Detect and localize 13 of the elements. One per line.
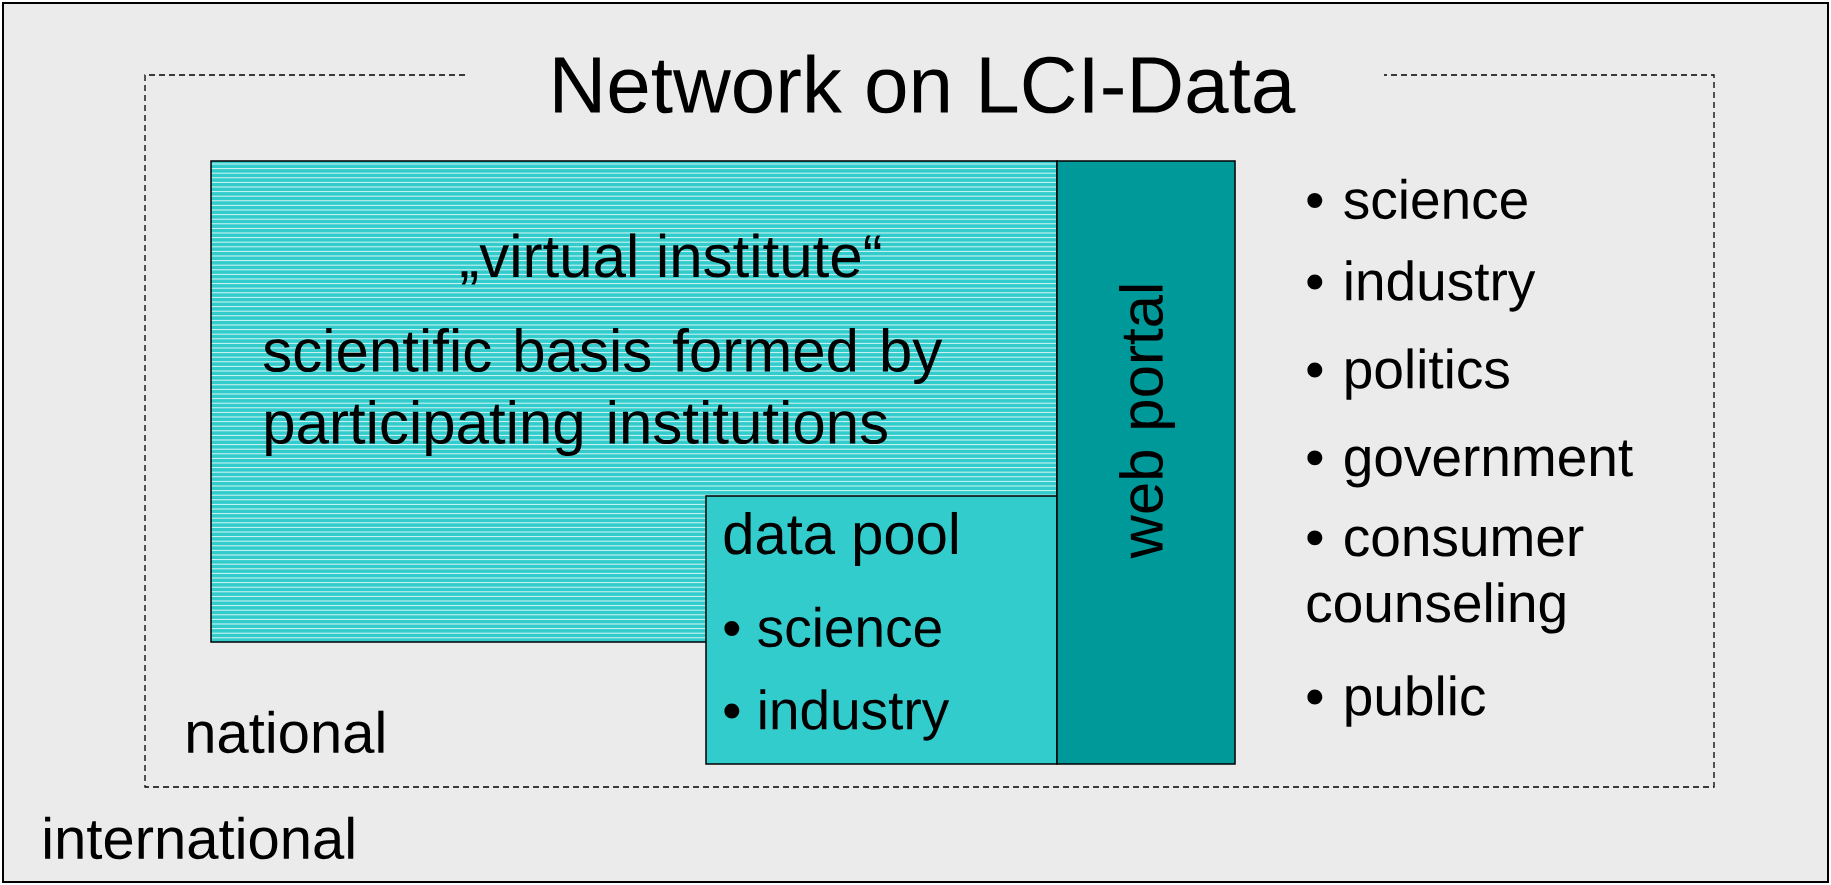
list-item: • industry — [1307, 260, 1536, 312]
list-item: • politics — [1307, 348, 1509, 400]
box-label: web portal — [1119, 285, 1175, 559]
list-item: • industry — [724, 689, 950, 741]
list-item: • government — [1307, 440, 1633, 488]
box-heading: data pool — [724, 511, 957, 566]
list-item: • science — [724, 606, 941, 648]
list-item: • public — [1307, 675, 1485, 727]
list-item: • consumer counseling — [1307, 526, 1584, 634]
title: Network on LCI-Data — [555, 54, 1296, 114]
list-item: • science — [1307, 178, 1527, 220]
region-label: national — [188, 710, 384, 754]
region-label: international — [45, 816, 354, 860]
